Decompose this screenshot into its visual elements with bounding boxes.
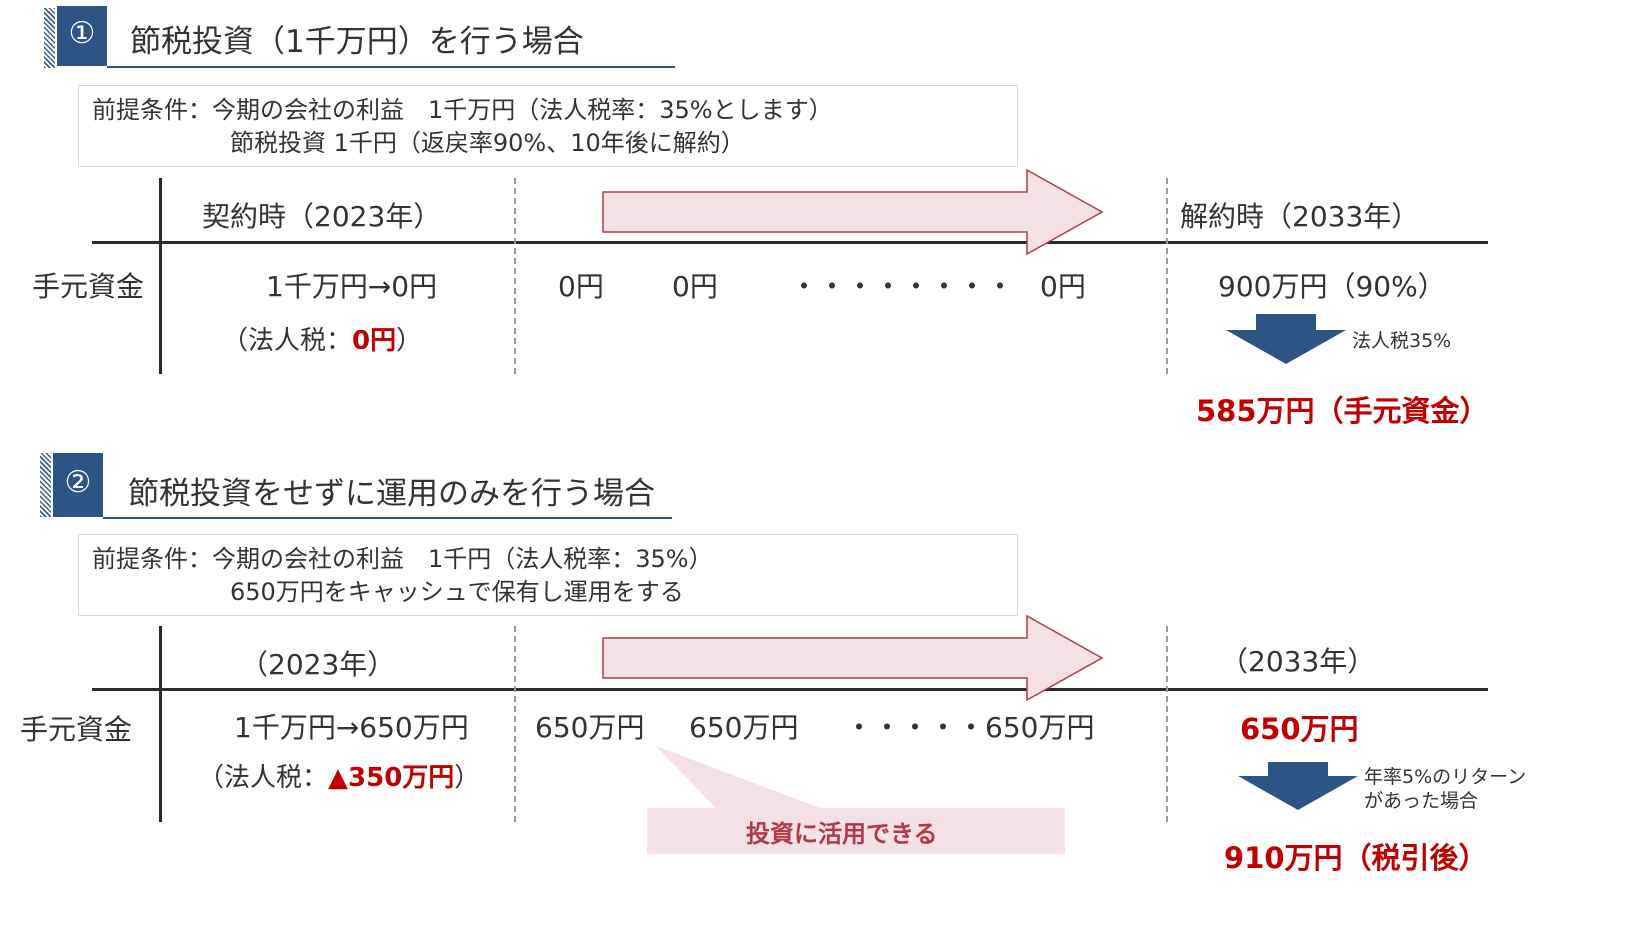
section1-row-label: 手元資金 [32,270,145,303]
section2-condition-line1: 前提条件：今期の会社の利益 1千円（法人税率：35%） [92,545,713,573]
section2-col-start-heading: （2023年） [240,648,396,681]
section2-callout-text: 投資に活用できる [746,820,938,848]
section2-end-value: 650万円 [1240,712,1359,746]
section2-timeline-horizontal [92,688,1488,691]
section1-mid-value: 0円 [1040,270,1086,303]
section2-mid-value: ・・・・・650万円 [845,711,1095,744]
section2-result: 910万円（税引後） [1224,841,1488,875]
section1-hatch-decoration [44,8,55,68]
section1-end-value: 900万円（90%） [1218,270,1446,303]
section1-tax-suffix: ） [396,326,423,356]
section2-down-arrow-icon [1238,762,1358,810]
section2-start-value: 1千万円→650万円 [234,711,469,744]
section1-title: 節税投資（1千万円）を行う場合 [130,24,584,60]
section1-timeline-arrow [602,168,1104,256]
section1-timeline-horizontal [92,241,1488,244]
section1-tax-prefix: （法人税： [222,326,353,356]
section2-title-underline [103,517,672,519]
section1-row-divider [159,178,162,374]
section2-row-divider [159,626,162,822]
section1-number-badge: ① [57,6,107,66]
section2-tax-note: （法人税：▲350万円） [198,757,480,794]
section1-dashed-divider-left [514,178,516,374]
section2-title: 節税投資をせずに運用のみを行う場合 [128,476,655,512]
section2-timeline-arrow [602,614,1104,702]
section1-title-underline [107,66,675,68]
section2-dashed-divider-right [1166,626,1168,822]
section2-tax-suffix: ） [454,763,481,793]
section2-tax-prefix: （法人税： [198,763,329,793]
section2-condition-line2: 650万円をキャッシュで保有し運用をする [230,578,684,606]
section1-tax-value: 0円 [352,326,397,356]
section1-result: 585万円（手元資金） [1196,394,1489,428]
section2-hatch-decoration [40,453,51,517]
section1-mid-dots: ・・・・・・・・ [790,270,1015,303]
section1-mid-value: 0円 [672,270,718,303]
section2-mid-value: 650万円 [689,711,799,744]
section2-mid-value: 650万円 [535,711,645,744]
section1-tax-note: （法人税：0円） [222,320,422,357]
section2-row-label: 手元資金 [20,713,133,746]
section1-mid-value: 0円 [558,270,604,303]
section1-dashed-divider-right [1166,178,1168,374]
section2-number-badge: ② [53,453,103,517]
section1-down-arrow-icon [1226,314,1346,364]
section1-condition-line1: 前提条件：今期の会社の利益 1千万円（法人税率：35%とします） [92,96,833,124]
section1-down-arrow-label: 法人税35% [1352,330,1452,352]
section2-tax-value: ▲350万円 [328,763,455,793]
section2-callout-bubble [647,746,1065,854]
section2-down-arrow-label-line1: 年率5%のリターン [1364,766,1527,788]
section1-start-value: 1千万円→0円 [266,270,438,303]
section1-condition-line2: 節税投資 1千円（返戻率90%、10年後に解約） [230,129,745,157]
section1-col-end-heading: 解約時（2033年） [1180,200,1420,233]
section2-down-arrow-label-line2: があった場合 [1364,790,1479,812]
section1-col-start-heading: 契約時（2023年） [202,200,442,233]
section2-col-end-heading: （2033年） [1220,645,1376,678]
section2-condition-box [78,534,1018,616]
section2-dashed-divider-left [514,626,516,822]
section1-condition-box [78,85,1018,167]
